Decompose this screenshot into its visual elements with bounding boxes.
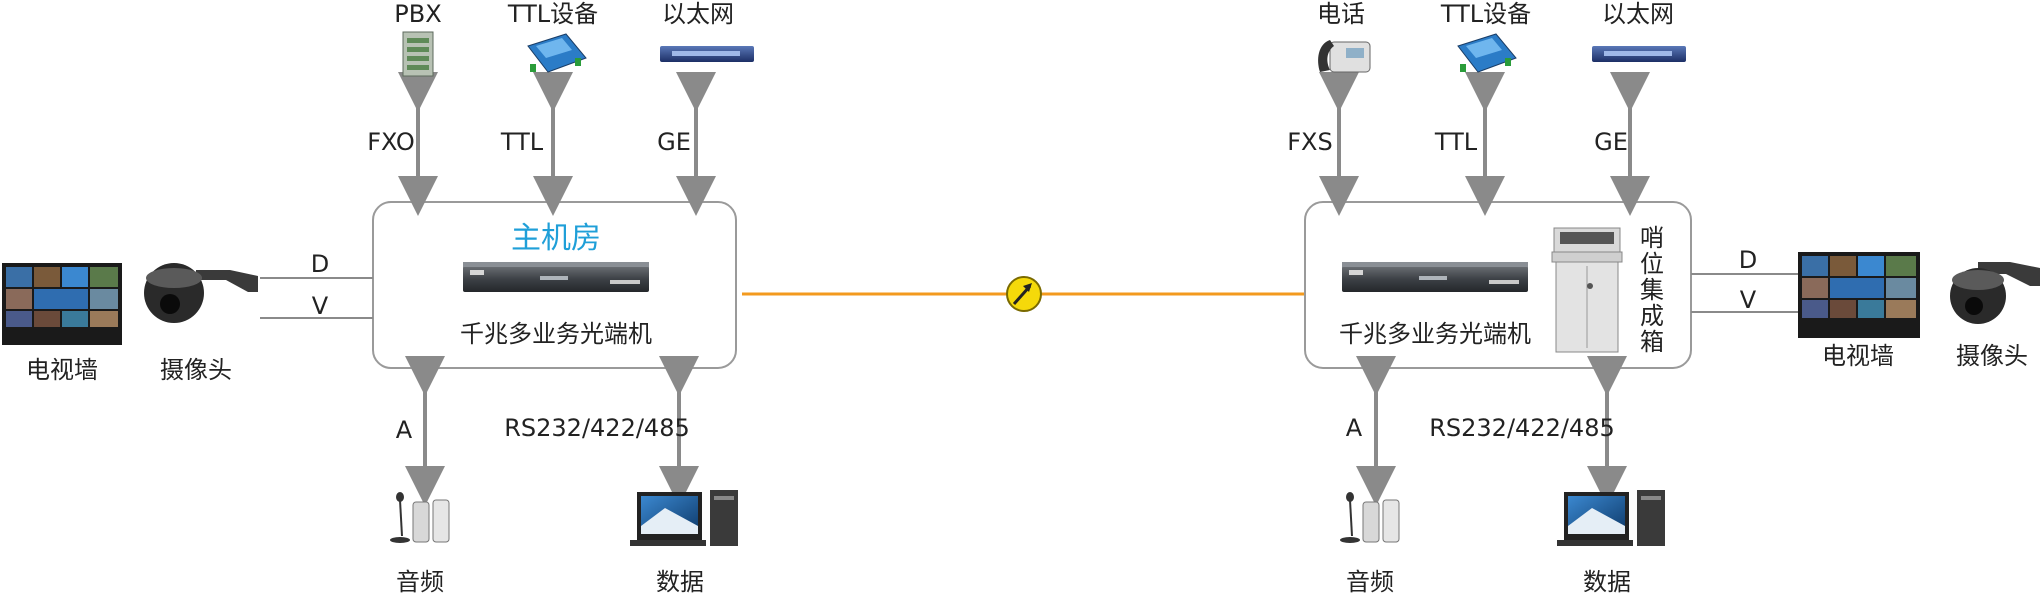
ethernet-switch-icon-right (1592, 46, 1686, 62)
dome-camera-icon-right (1950, 262, 2040, 324)
left-ethernet-label: 以太网 (662, 0, 734, 28)
right-v-label: V (1740, 286, 1757, 314)
left-audio-label: 音频 (396, 568, 444, 596)
right-data-label: 数据 (1583, 568, 1631, 596)
left-device-label: 千兆多业务光端机 (460, 320, 652, 348)
left-ge-label: GE (657, 128, 691, 156)
right-fxs-label: FXS (1287, 128, 1332, 156)
left-optical-terminal-icon (463, 262, 649, 292)
left-wall-label: 电视墙 (26, 356, 98, 384)
ethernet-switch-icon (660, 46, 754, 62)
ttl-device-icon-right (1457, 33, 1517, 73)
left-fxo-label: FXO (367, 128, 415, 156)
microphone-speaker-icon-right (1340, 492, 1400, 543)
right-camera-label: 摄像头 (1956, 342, 2028, 370)
left-rs-label: RS232/422/485 (504, 414, 690, 442)
right-audio-label: 音频 (1346, 568, 1394, 596)
left-v-label: V (312, 292, 329, 320)
video-wall-icon (2, 263, 122, 345)
left-pbx-label: PBX (394, 0, 441, 28)
right-ttl-device-label: TTL设备 (1440, 0, 1531, 28)
computer-icon-right (1557, 490, 1665, 546)
right-ge-label: GE (1594, 128, 1628, 156)
dome-camera-icon (144, 263, 258, 323)
right-ttl-label: TTL (1434, 128, 1478, 156)
cabinet-char-2: 位 (1640, 250, 1664, 278)
left-a-label: A (396, 416, 413, 444)
left-d-label: D (311, 250, 329, 278)
left-ttl-label: TTL (500, 128, 544, 156)
cabinet-char-4: 成 (1640, 302, 1664, 330)
left-data-label: 数据 (656, 568, 704, 596)
cabinet-char-3: 集 (1640, 276, 1664, 304)
right-ethernet-label: 以太网 (1602, 0, 1674, 28)
microphone-speaker-icon (390, 492, 450, 543)
right-optical-terminal-icon (1342, 262, 1528, 292)
telephone-icon (1318, 40, 1371, 73)
left-box-title: 主机房 (511, 221, 601, 256)
ttl-device-icon (527, 33, 587, 73)
video-wall-icon-right (1798, 252, 1920, 338)
sentry-cabinet-icon (1551, 227, 1623, 353)
right-phone-label: 电话 (1317, 0, 1365, 28)
yellow-arrow-junction-icon (1006, 276, 1042, 312)
right-d-label: D (1739, 246, 1757, 274)
cabinet-char-1: 哨 (1640, 224, 1664, 252)
right-a-label: A (1346, 414, 1363, 442)
right-device-label: 千兆多业务光端机 (1339, 320, 1531, 348)
pbx-icon (402, 31, 434, 77)
left-camera-label: 摄像头 (160, 356, 232, 384)
left-ttl-device-label: TTL设备 (507, 0, 598, 28)
cabinet-char-5: 箱 (1640, 328, 1664, 356)
right-wall-label: 电视墙 (1822, 342, 1894, 370)
right-rs-label: RS232/422/485 (1429, 414, 1615, 442)
computer-icon (630, 490, 738, 546)
